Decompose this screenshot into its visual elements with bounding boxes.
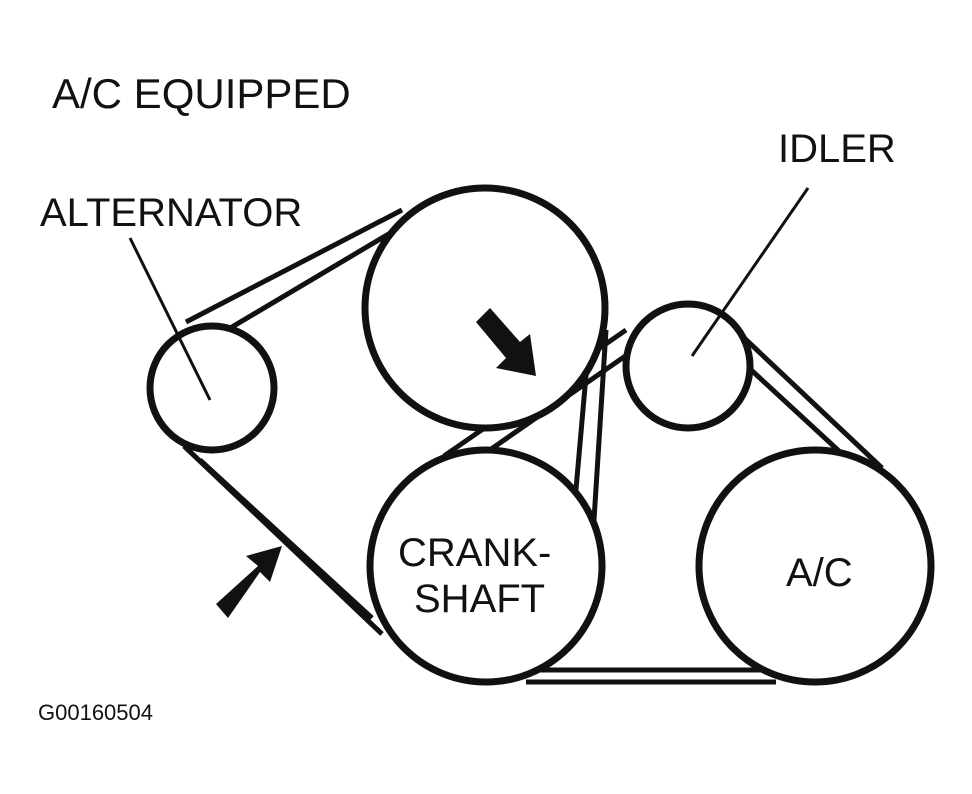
- diagram-title: A/C EQUIPPED: [52, 70, 351, 117]
- alternator-pulley: [146, 322, 278, 454]
- crankshaft-pulley: [366, 446, 606, 686]
- crankshaft-label-line2: SHAFT: [414, 577, 545, 621]
- idler-label: IDLER: [778, 127, 896, 171]
- alternator-label: ALTERNATOR: [40, 191, 302, 235]
- figure-id: G00160504: [38, 700, 153, 725]
- power-steering-pulley: [361, 184, 609, 432]
- idler-leader-line: [690, 187, 810, 357]
- alternator-leader-line: [128, 237, 212, 401]
- arrow-belt-upper-center: [476, 308, 536, 376]
- arrow-belt-lower-left: [216, 546, 282, 618]
- ac-label: A/C: [786, 551, 853, 595]
- ac-pulley: [695, 446, 935, 686]
- crankshaft-label-line1: CRANK-: [398, 531, 551, 575]
- idler-pulley: [622, 300, 754, 432]
